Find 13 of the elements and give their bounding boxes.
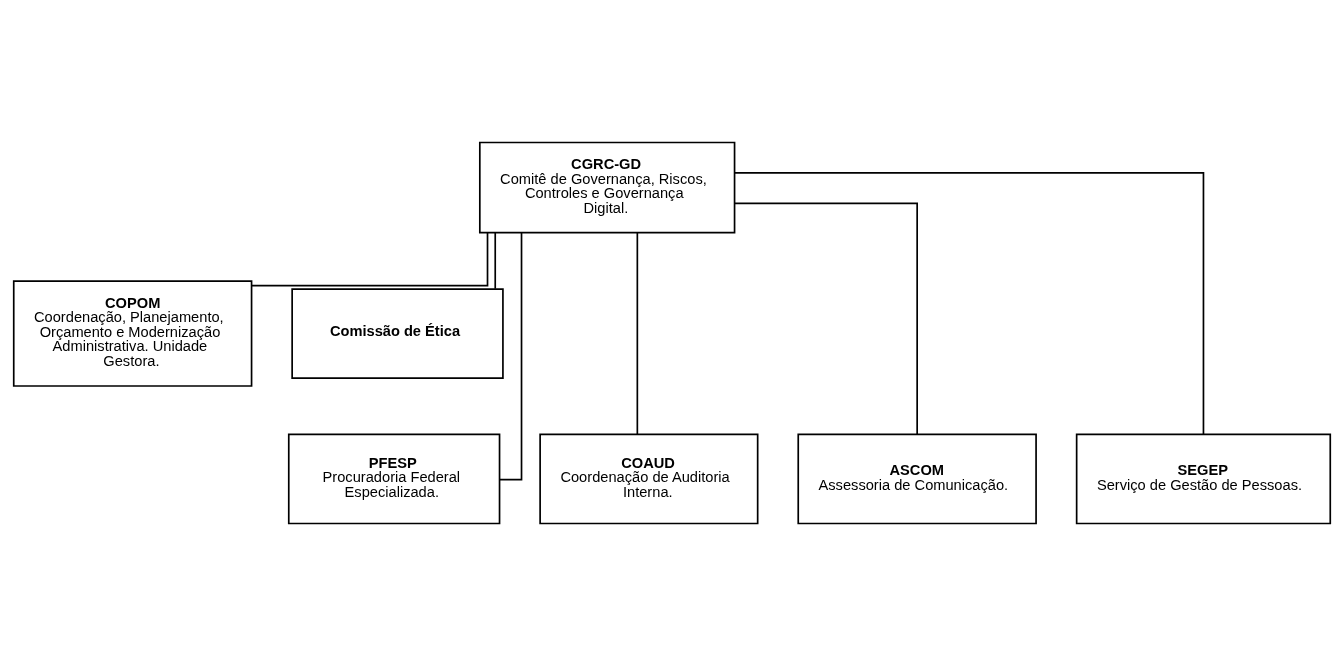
connector <box>250 232 489 287</box>
node-box: SEGEP Serviço de Gestão de Pessoas. <box>1075 433 1332 525</box>
node-box: Comissão de Ética <box>291 288 504 379</box>
node-box: COPOM Coordenação, Planejamento, Orçamento e Modernização Administrativa. Unidade Gestora. <box>12 280 253 387</box>
connector <box>733 172 1205 435</box>
connector <box>494 232 497 290</box>
connector <box>636 231 639 435</box>
connector <box>498 232 523 481</box>
connector <box>733 202 918 436</box>
node-box: ASCOM Assessoria de Comunicação. <box>797 433 1037 525</box>
node-box: COAUD Coordenação de Auditoria Interna. <box>539 433 759 525</box>
node-box: PFESP Procuradoria Federal Especializada. <box>287 433 501 525</box>
node-box: CGRC-GD Comitê de Governança, Riscos, Controles e Governança Digital. <box>478 141 736 234</box>
